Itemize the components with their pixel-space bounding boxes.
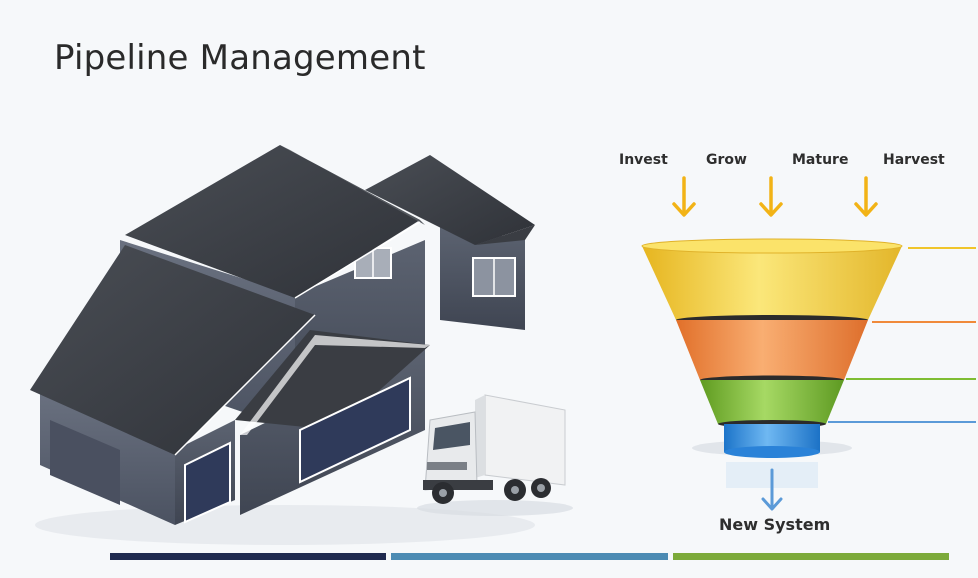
stage-label-harvest: Harvest xyxy=(883,152,945,168)
new-system-label: New System xyxy=(719,515,831,534)
house-illustration xyxy=(30,145,535,545)
stage-label-invest: Invest xyxy=(619,152,668,168)
arrow-down-icon xyxy=(672,176,878,217)
footer-bar-3 xyxy=(673,553,949,560)
slide-title: Pipeline Management xyxy=(54,38,426,78)
footer-bar-2 xyxy=(391,553,668,560)
output-arrow-icon xyxy=(761,468,783,511)
truck-illustration xyxy=(417,394,573,516)
stage-label-grow: Grow xyxy=(706,152,747,168)
stage-label-mature: Mature xyxy=(792,152,849,168)
footer-bar-1 xyxy=(110,553,386,560)
funnel-graphic xyxy=(641,176,976,511)
